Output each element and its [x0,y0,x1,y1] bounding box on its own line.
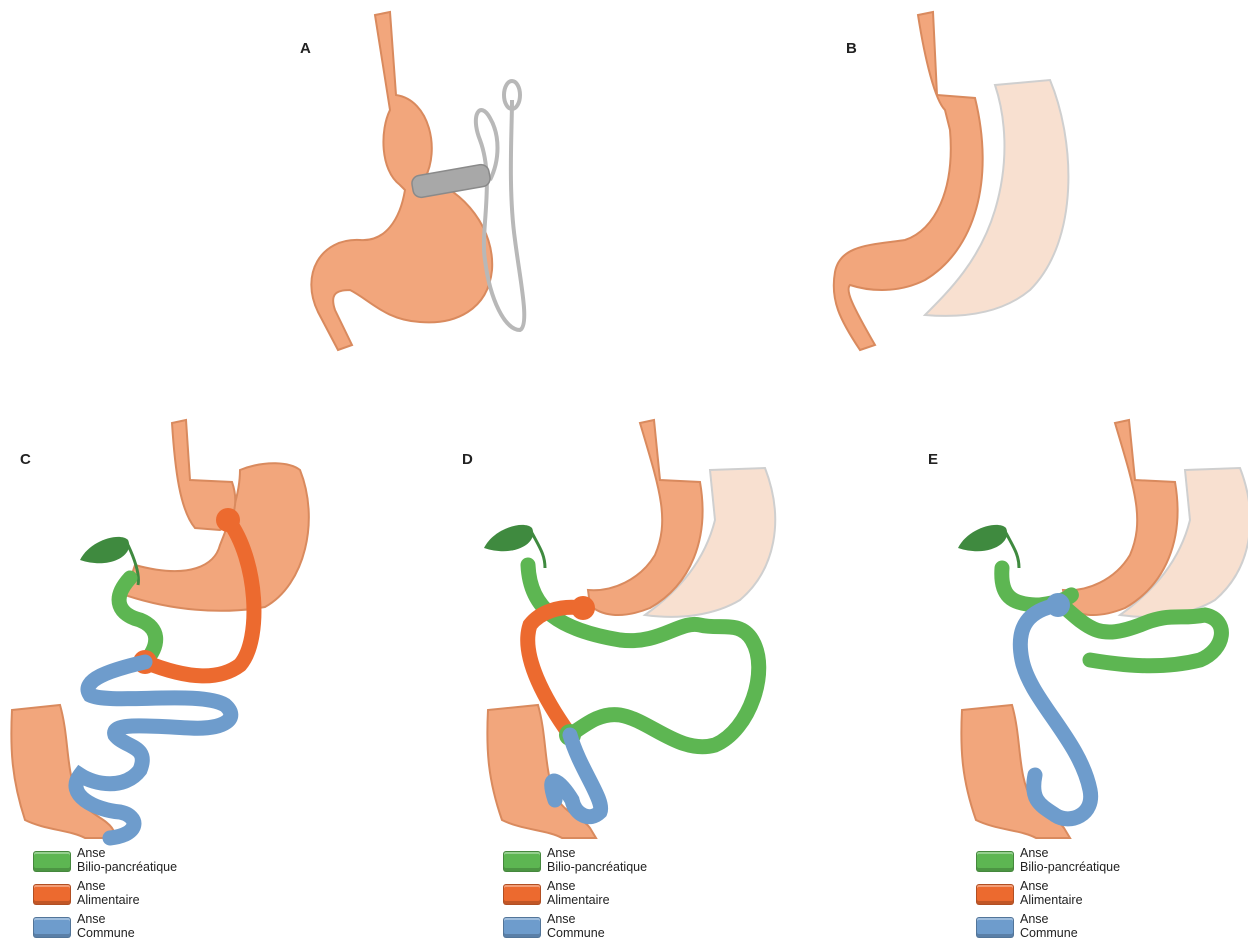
panel-e-duodeno-ileal-anastomosis [1046,593,1070,617]
panel-label-d: D [462,451,473,468]
panel-d-illustration [484,420,775,838]
panel-c-colon [11,705,118,838]
panel-label-a: A [300,40,311,57]
panel-label-e: E [928,451,938,468]
legend-swatch-common [33,917,71,938]
panel-e-common-limb [1020,605,1090,819]
panel-a-illustration [311,12,524,350]
panel-c-gallbladder [80,537,129,563]
legend-swatch-bilio [503,851,541,872]
panel-c-illustration [11,420,308,838]
panel-label-c: C [20,451,31,468]
panel-b-illustration [834,12,1069,350]
legend-swatch-common [976,917,1014,938]
legend-swatch-bilio [33,851,71,872]
legend-swatch-alimentary [976,884,1014,905]
panel-d-gallbladder [484,525,533,551]
legend-swatch-alimentary [33,884,71,905]
legend-swatch-bilio [976,851,1014,872]
panel-label-b: B [846,40,857,57]
legend-swatch-alimentary [503,884,541,905]
panel-c-gastrojejunal-anastomosis [216,508,240,532]
panel-d-duodenal-anastomosis [571,596,595,620]
panel-d-common-limb [552,735,601,817]
panel-e-bile-duct [1006,533,1019,568]
panel-e-gallbladder [958,525,1007,551]
panel-c-common-limb [76,662,231,838]
legend-swatch-common [503,917,541,938]
panel-e-illustration [958,420,1248,838]
